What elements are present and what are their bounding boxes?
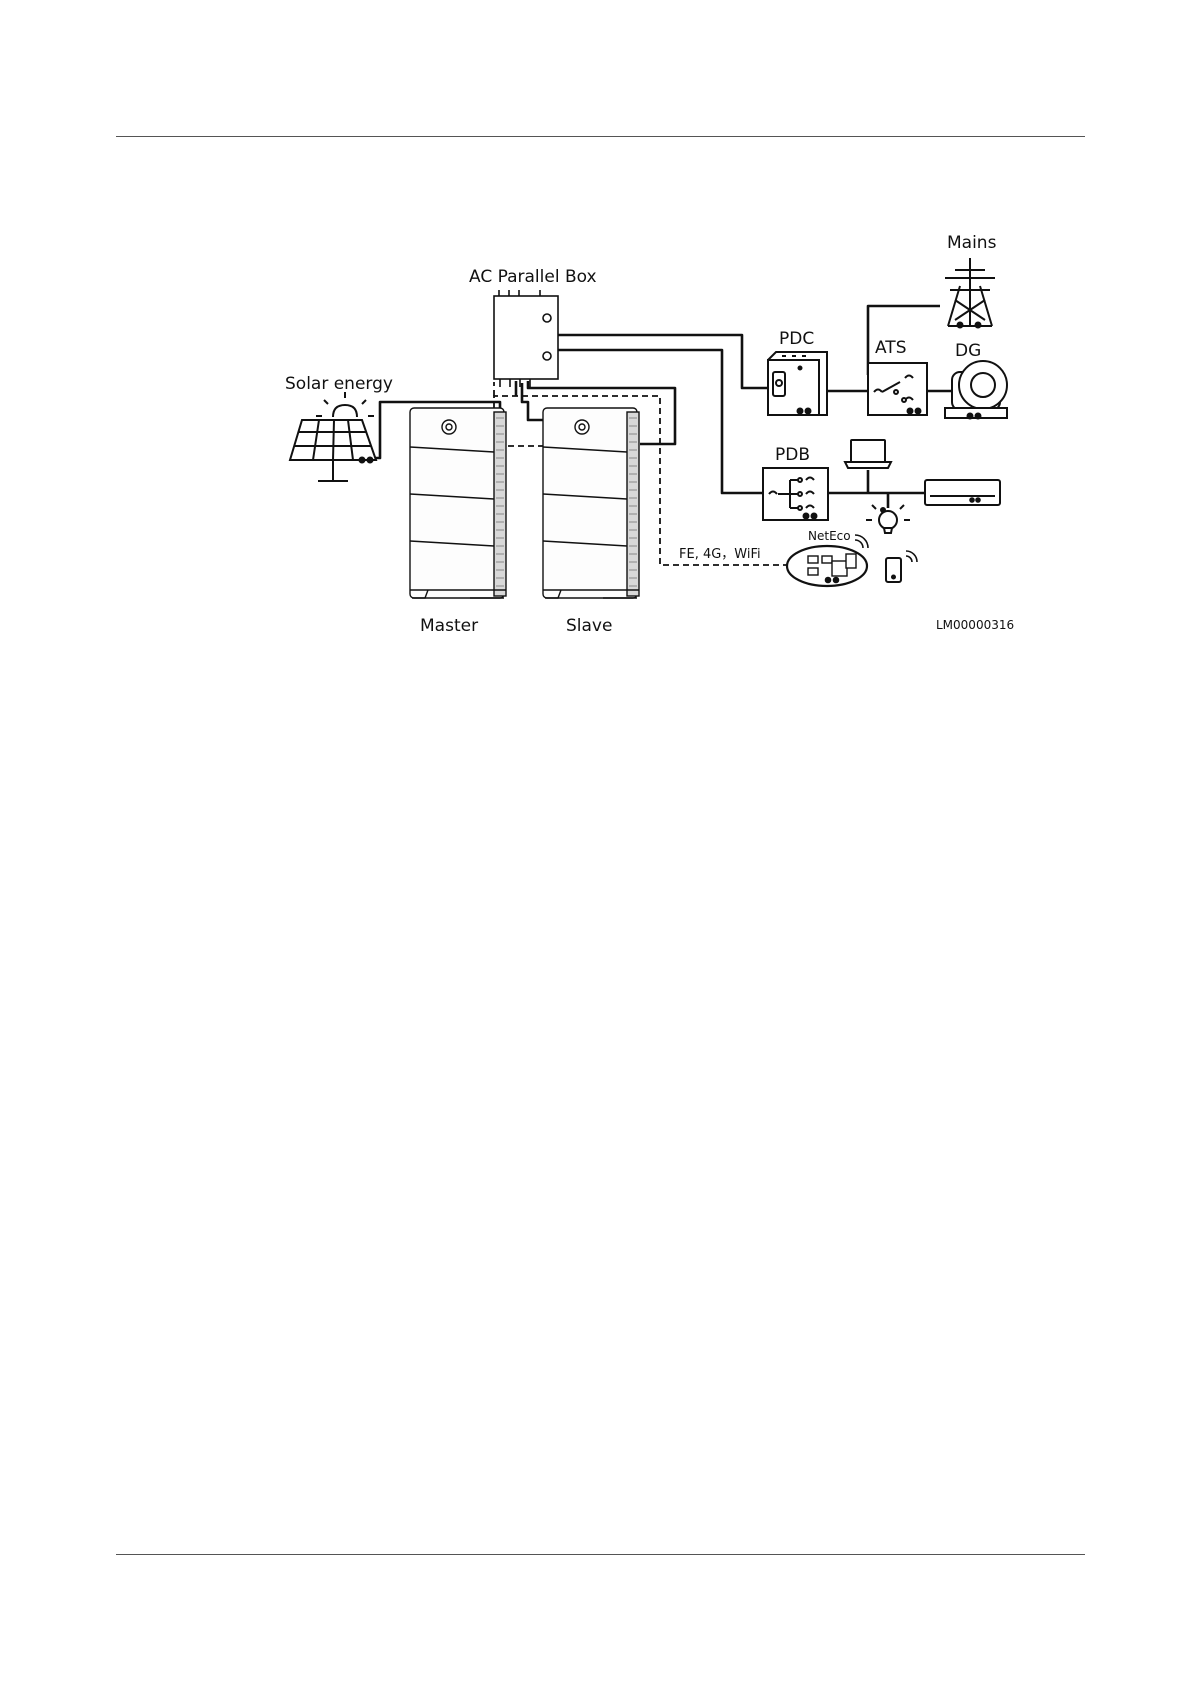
label-ats: ATS (875, 338, 907, 358)
pdc-cabinet-icon (768, 352, 827, 415)
label-mains: Mains (947, 233, 997, 253)
laptop-icon (845, 440, 891, 468)
label-ac-parallel-box: AC Parallel Box (469, 267, 597, 287)
slave-battery-icon (543, 408, 639, 598)
comm-lines (494, 382, 793, 565)
label-pdc: PDC (779, 329, 814, 349)
air-conditioner-icon (925, 480, 1000, 505)
label-comm-channels: FE, 4G，WiFi (679, 547, 761, 562)
mains-tower-icon (945, 258, 995, 328)
mobile-phone-icon (886, 551, 917, 582)
label-figure-id: LM00000316 (936, 618, 1014, 632)
ats-switch-icon (868, 363, 927, 415)
label-dg: DG (955, 341, 981, 361)
diesel-generator-icon (945, 361, 1007, 419)
ac-parallel-box-icon (494, 290, 558, 387)
comm-master-slave-top (494, 396, 793, 565)
label-master: Master (420, 616, 478, 636)
label-neteco: NetEco (808, 529, 851, 543)
pdb-distribution-icon (763, 468, 828, 520)
light-bulb-icon (866, 505, 910, 533)
label-solar-energy: Solar energy (285, 374, 393, 394)
label-slave: Slave (566, 616, 612, 636)
cable-box-pdc (558, 335, 768, 388)
label-pdb: PDB (775, 445, 810, 465)
solar-panel-icon (290, 392, 376, 481)
master-battery-icon (410, 408, 506, 598)
